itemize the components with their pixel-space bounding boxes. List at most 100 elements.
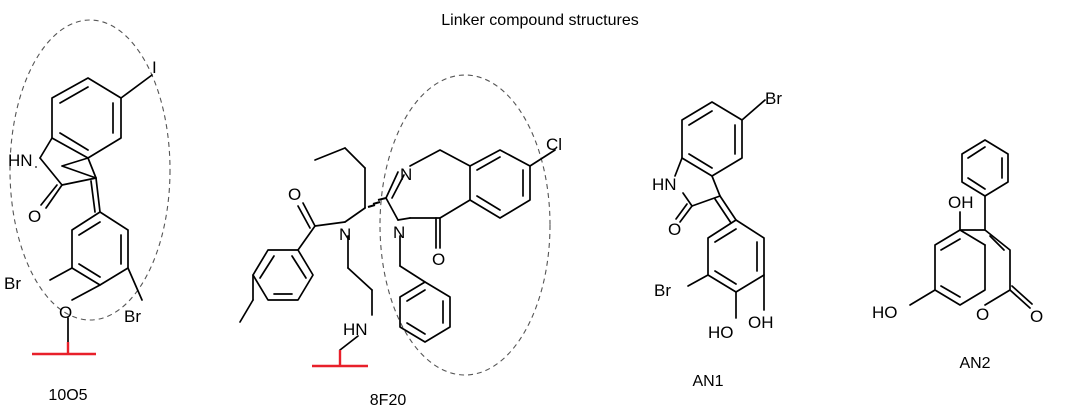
bond bbox=[120, 74, 153, 99]
bond bbox=[1011, 285, 1033, 305]
atom-label: N bbox=[400, 165, 412, 184]
atom-label: OH bbox=[748, 313, 774, 332]
bond bbox=[61, 177, 97, 186]
atom-label: HO bbox=[708, 323, 734, 342]
atom-label: HN bbox=[652, 175, 677, 194]
atom-label: Cl bbox=[546, 135, 562, 154]
bond bbox=[45, 184, 63, 209]
atom-label: O bbox=[59, 303, 72, 322]
bond bbox=[87, 157, 97, 179]
figure-title: Linker compound structures bbox=[441, 12, 638, 29]
bond bbox=[239, 299, 254, 323]
bond bbox=[674, 157, 683, 177]
dashed-region-8F20 bbox=[379, 74, 551, 376]
bond bbox=[297, 225, 316, 251]
bond bbox=[719, 195, 737, 221]
atom-label: I bbox=[152, 58, 157, 77]
atom-label: O bbox=[432, 250, 445, 269]
bond bbox=[385, 197, 399, 221]
bond bbox=[989, 235, 1005, 251]
bond bbox=[711, 175, 721, 197]
bond bbox=[687, 274, 709, 287]
dashed-region-10O5 bbox=[9, 19, 171, 321]
compound-label-AN2: AN2 bbox=[959, 355, 990, 372]
atom-label: O bbox=[28, 207, 41, 226]
atom-label: N bbox=[393, 223, 405, 242]
bond bbox=[409, 149, 471, 219]
bond bbox=[399, 281, 451, 343]
bond bbox=[688, 110, 736, 169]
bond bbox=[252, 249, 314, 301]
atom-label: N bbox=[339, 225, 351, 244]
bond bbox=[1009, 289, 1031, 309]
bond bbox=[681, 101, 743, 177]
bond bbox=[40, 184, 58, 206]
bond bbox=[39, 157, 63, 186]
structure-8F20: O N HN N N O Cl bbox=[239, 135, 562, 368]
bond bbox=[469, 149, 531, 219]
bond bbox=[679, 205, 693, 223]
bond bbox=[476, 156, 524, 211]
compound-10O5: HN O I Br Br O 10O5 bbox=[4, 19, 171, 404]
atom-label: Br bbox=[4, 274, 21, 293]
atom-label: OH bbox=[948, 193, 974, 212]
bond bbox=[406, 289, 444, 335]
bond bbox=[302, 202, 316, 227]
compound-label-10O5: 10O5 bbox=[48, 387, 87, 404]
atom-label: HN bbox=[343, 320, 368, 339]
bond bbox=[934, 229, 986, 306]
compound-AN1: HN O Br Br HO OH AN1 bbox=[652, 89, 782, 390]
structure-AN1: HN O Br Br HO OH bbox=[652, 89, 782, 342]
bond bbox=[397, 217, 411, 221]
bond bbox=[391, 174, 405, 199]
atom-label: Br bbox=[124, 307, 141, 326]
bond bbox=[51, 77, 122, 159]
compound-label-8F20: 8F20 bbox=[370, 392, 407, 409]
bond bbox=[314, 147, 346, 161]
bond bbox=[959, 229, 1011, 306]
bond bbox=[529, 149, 556, 167]
bond bbox=[675, 203, 688, 220]
atom-label: O bbox=[976, 305, 989, 324]
bond bbox=[691, 195, 721, 207]
bond bbox=[714, 198, 732, 224]
bond bbox=[71, 284, 101, 301]
bond bbox=[95, 177, 101, 213]
bond bbox=[314, 221, 346, 227]
compound-8F20: O N HN N N O Cl 8F20 bbox=[239, 74, 562, 409]
atom-label: HN bbox=[8, 151, 33, 170]
bond bbox=[344, 147, 366, 169]
bond bbox=[127, 267, 143, 301]
bond bbox=[385, 171, 399, 199]
bond bbox=[967, 146, 1003, 190]
atom-label: HO bbox=[872, 303, 898, 322]
atom-label: Br bbox=[654, 281, 671, 300]
bond bbox=[707, 219, 765, 293]
bond bbox=[259, 255, 307, 295]
bond bbox=[78, 221, 122, 278]
compound-label-AN1: AN1 bbox=[692, 373, 723, 390]
bond bbox=[90, 180, 96, 213]
bond bbox=[49, 267, 73, 281]
atom-label: O bbox=[288, 185, 301, 204]
structure-10O5: HN O I Br Br O bbox=[4, 58, 157, 356]
bond bbox=[961, 139, 1009, 197]
bond bbox=[339, 335, 359, 351]
bond bbox=[39, 137, 97, 179]
atom-label: Br bbox=[765, 89, 782, 108]
atom-label: O bbox=[1030, 307, 1043, 326]
compound-AN2: OH HO O O AN2 bbox=[872, 139, 1043, 372]
bond bbox=[347, 267, 373, 291]
bond bbox=[59, 86, 114, 151]
bond bbox=[959, 229, 986, 246]
bond bbox=[297, 205, 311, 229]
bond bbox=[940, 238, 961, 298]
bond bbox=[367, 197, 387, 208]
bond bbox=[399, 265, 426, 283]
bond bbox=[714, 228, 758, 285]
bond bbox=[909, 289, 936, 306]
bond bbox=[682, 192, 693, 207]
structure-AN2: OH HO O O bbox=[872, 139, 1043, 326]
atom-label: O bbox=[668, 220, 681, 239]
